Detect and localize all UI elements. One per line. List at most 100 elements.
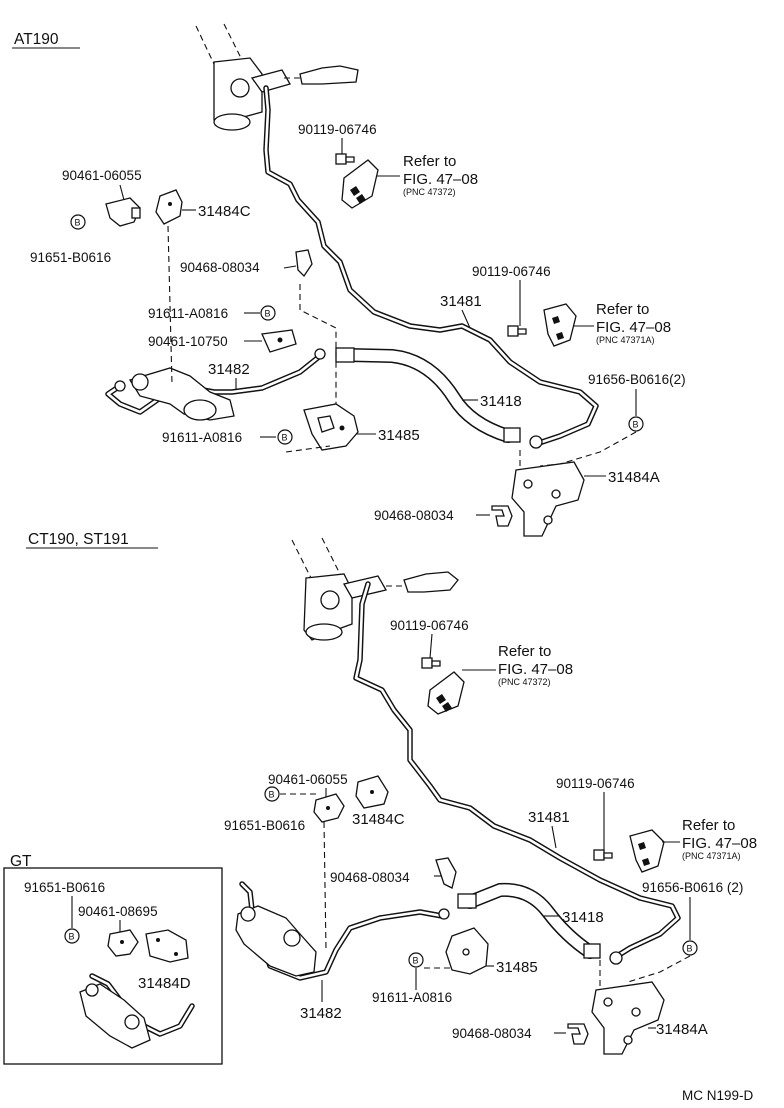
bracket-31485-bottom bbox=[445, 927, 489, 975]
label-90468-08034-bottom-2: 90468-08034 bbox=[452, 1026, 532, 1041]
label-31484C-top: 31484C bbox=[198, 203, 251, 220]
b-marker-text-top-3: B bbox=[633, 420, 639, 430]
b-marker-gt bbox=[64, 928, 80, 944]
clip-90468-08034-bottom-2 bbox=[567, 1023, 589, 1045]
label-31484D-gt: 31484D bbox=[138, 975, 191, 992]
bracket-31484D-gt bbox=[145, 929, 189, 963]
b-marker-text-top-1: B bbox=[75, 218, 81, 228]
label-pnc-47372-1: (PNC 47372) bbox=[403, 187, 456, 197]
section-label-gt: GT bbox=[10, 853, 32, 870]
clamp-90461-06055-top bbox=[105, 197, 141, 227]
label-91651-B0616-top: 91651-B0616 bbox=[30, 250, 111, 265]
bolt-90119-06746-bottom-2 bbox=[593, 849, 613, 861]
b-marker-bottom-3 bbox=[408, 952, 424, 968]
label-91651-B0616-bottom: 91651-B0616 bbox=[224, 818, 305, 833]
label-31484C-bottom: 31484C bbox=[352, 811, 405, 828]
clip-bracket-top-1 bbox=[341, 159, 379, 209]
label-90468-08034-top-1: 90468-08034 bbox=[180, 260, 260, 275]
label-31481-top: 31481 bbox=[440, 293, 482, 310]
b-marker-text-bottom-3: B bbox=[413, 956, 419, 966]
clip-90468-08034-top-2 bbox=[491, 505, 513, 527]
label-refer-to-3: Refer to bbox=[498, 643, 551, 660]
label-91651-B0616-gt: 91651-B0616 bbox=[24, 880, 105, 895]
clamp-90461-08695-gt bbox=[107, 929, 139, 957]
bracket-31484A-bottom bbox=[591, 981, 665, 1055]
b-marker-top-1 bbox=[70, 214, 86, 230]
label-31482-bottom: 31482 bbox=[300, 1005, 342, 1022]
master-cylinder-bottom bbox=[291, 537, 459, 641]
label-90119-06746-bottom-1: 90119-06746 bbox=[390, 618, 469, 633]
master-cylinder-top bbox=[195, 23, 359, 131]
b-marker-text-bottom-2: B bbox=[687, 944, 693, 954]
label-fig-ref-3: FIG. 47–08 bbox=[498, 661, 573, 678]
release-cylinder-top bbox=[114, 367, 235, 421]
label-31481-bottom: 31481 bbox=[528, 809, 570, 826]
gt-inset-frame bbox=[3, 867, 223, 1065]
bolt-90119-06746-top-2 bbox=[507, 325, 527, 337]
label-90461-10750-top: 90461-10750 bbox=[148, 334, 228, 349]
label-91611-A0816-bottom: 91611-A0816 bbox=[372, 990, 452, 1005]
label-90119-06746-top: 90119-06746 bbox=[298, 122, 377, 137]
bolt-90119-06746-top bbox=[335, 153, 355, 165]
label-refer-to-4: Refer to bbox=[682, 817, 735, 834]
clip-90468-08034-bottom-1 bbox=[435, 857, 457, 889]
b-marker-text-top-4: B bbox=[282, 433, 288, 443]
label-pnc-47371a-2: (PNC 47371A) bbox=[682, 851, 741, 861]
b-marker-top-4 bbox=[277, 429, 293, 445]
label-90461-06055-bottom: 90461-06055 bbox=[268, 772, 348, 787]
b-marker-bottom-1 bbox=[264, 786, 280, 802]
label-90461-06055-top: 90461-06055 bbox=[62, 168, 142, 183]
b-marker-bottom-2 bbox=[682, 940, 698, 956]
label-91656-B0616-top: 91656-B0616(2) bbox=[588, 372, 686, 387]
label-refer-to-1: Refer to bbox=[403, 153, 456, 170]
clip-90468-08034-top-1 bbox=[295, 249, 313, 278]
b-marker-text-gt: B bbox=[69, 932, 75, 942]
bolt-90119-06746-bottom-1 bbox=[421, 657, 441, 669]
label-90461-08695-gt: 90461-08695 bbox=[78, 904, 158, 919]
hose-fitting-top-left bbox=[335, 347, 355, 363]
label-90468-08034-top-2: 90468-08034 bbox=[374, 508, 454, 523]
label-fig-ref-2: FIG. 47–08 bbox=[596, 319, 671, 336]
clamp-90461-06055-bottom bbox=[313, 793, 345, 823]
diagram-code: MC N199-D bbox=[682, 1088, 754, 1103]
b-marker-text-bottom-1: B bbox=[269, 790, 275, 800]
label-90468-08034-bottom-1: 90468-08034 bbox=[330, 870, 410, 885]
label-90119-06746-top-2: 90119-06746 bbox=[472, 264, 551, 279]
clip-bracket-top-2 bbox=[543, 303, 577, 347]
label-31484A-top: 31484A bbox=[608, 469, 660, 486]
label-31482-top: 31482 bbox=[208, 361, 250, 378]
hose-fitting-bottom-left bbox=[457, 893, 477, 909]
label-31485-top: 31485 bbox=[378, 427, 420, 444]
bracket-31484C-bottom bbox=[355, 775, 389, 809]
label-pnc-47372-2: (PNC 47372) bbox=[498, 677, 551, 687]
label-31418-top: 31418 bbox=[480, 393, 522, 410]
label-fig-ref-4: FIG. 47–08 bbox=[682, 835, 757, 852]
label-91611-A0816-top-1: 91611-A0816 bbox=[148, 306, 228, 321]
label-31485-bottom: 31485 bbox=[496, 959, 538, 976]
b-marker-top-2 bbox=[260, 305, 276, 321]
b-marker-top-3 bbox=[628, 416, 644, 432]
label-90119-06746-bottom-2: 90119-06746 bbox=[556, 776, 635, 791]
label-31484A-bottom: 31484A bbox=[656, 1021, 708, 1038]
label-pnc-47371a-1: (PNC 47371A) bbox=[596, 335, 655, 345]
hose-fitting-top-right bbox=[503, 427, 521, 443]
label-31418-bottom: 31418 bbox=[562, 909, 604, 926]
pipe-31481-bottom bbox=[353, 581, 681, 961]
clip-bracket-bottom-2 bbox=[629, 829, 665, 873]
section-label-at190: AT190 bbox=[14, 31, 59, 48]
bracket-31485-top bbox=[303, 403, 359, 451]
clamp-90461-10750-top bbox=[261, 329, 297, 353]
release-cylinder-bottom bbox=[235, 905, 317, 977]
label-91611-A0816-top-2: 91611-A0816 bbox=[162, 430, 242, 445]
bracket-31484A-top bbox=[511, 461, 585, 537]
section-label-ct190-st191: CT190, ST191 bbox=[28, 531, 129, 548]
label-refer-to-2: Refer to bbox=[596, 301, 649, 318]
release-cylinder-gt bbox=[79, 973, 195, 1049]
label-91656-B0616-bottom: 91656-B0616 (2) bbox=[642, 880, 743, 895]
b-marker-text-top-2: B bbox=[265, 309, 271, 319]
hose-fitting-bottom-right bbox=[583, 943, 601, 959]
bracket-31484C-top bbox=[155, 189, 183, 225]
clip-bracket-bottom-1 bbox=[427, 671, 465, 715]
